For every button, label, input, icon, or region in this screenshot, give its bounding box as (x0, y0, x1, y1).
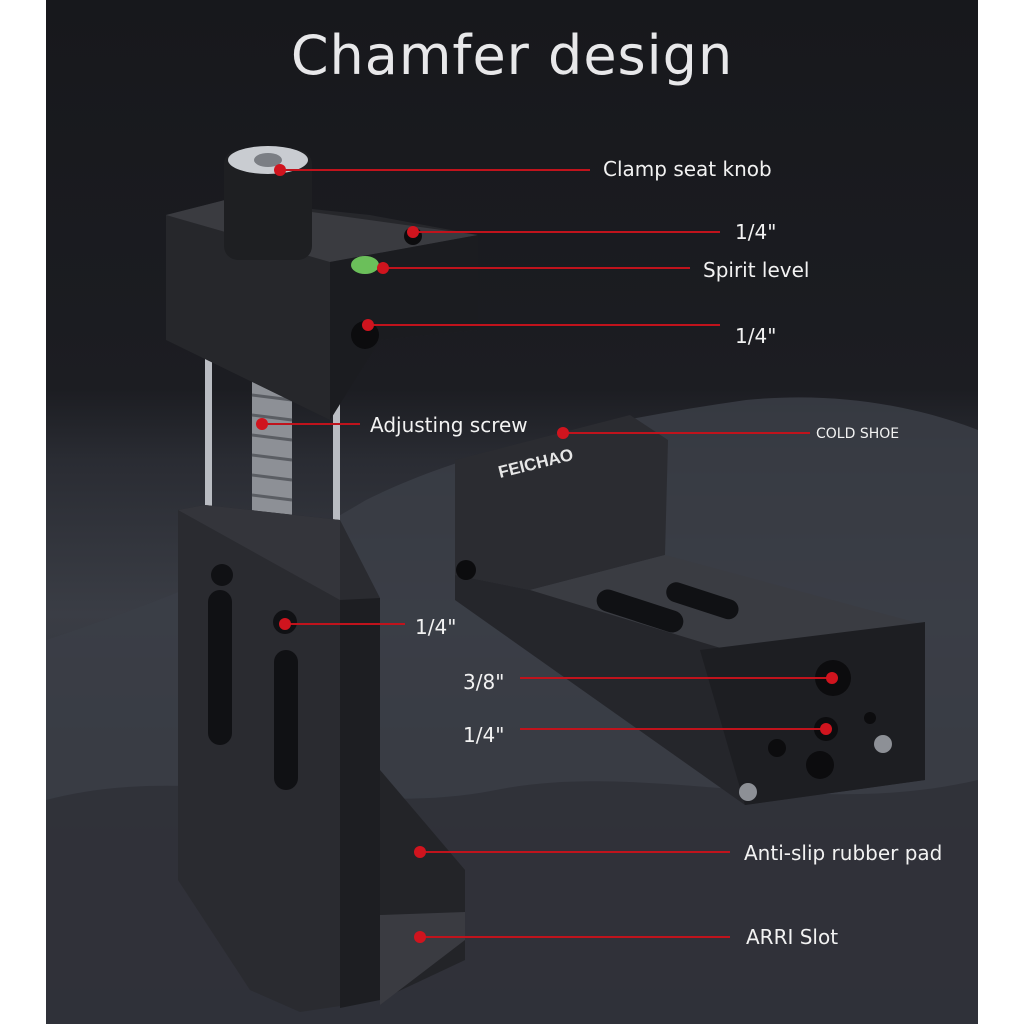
callout-lines (262, 169, 832, 938)
label-quarter-inch-base: 1/4" (463, 723, 505, 747)
label-quarter-inch-side: 1/4" (735, 324, 777, 348)
label-arri-slot: ARRI Slot (746, 925, 839, 949)
vertical-clamp (166, 146, 478, 1012)
label-cold-shoe: COLD SHOE (816, 426, 900, 442)
label-quarter-inch-top: 1/4" (735, 220, 777, 244)
label-quarter-inch-body: 1/4" (415, 615, 457, 639)
label-anti-slip-pad: Anti-slip rubber pad (744, 841, 943, 865)
horizontal-clamp: FEICHAO (455, 415, 925, 805)
callout-dots (256, 164, 838, 943)
label-clamp-seat-knob: Clamp seat knob (603, 157, 772, 181)
page-title: Chamfer design (290, 24, 734, 87)
label-three-eighths-inch: 3/8" (463, 670, 505, 694)
label-spirit-level: Spirit level (703, 258, 810, 282)
label-adjusting-screw: Adjusting screw (370, 413, 528, 437)
